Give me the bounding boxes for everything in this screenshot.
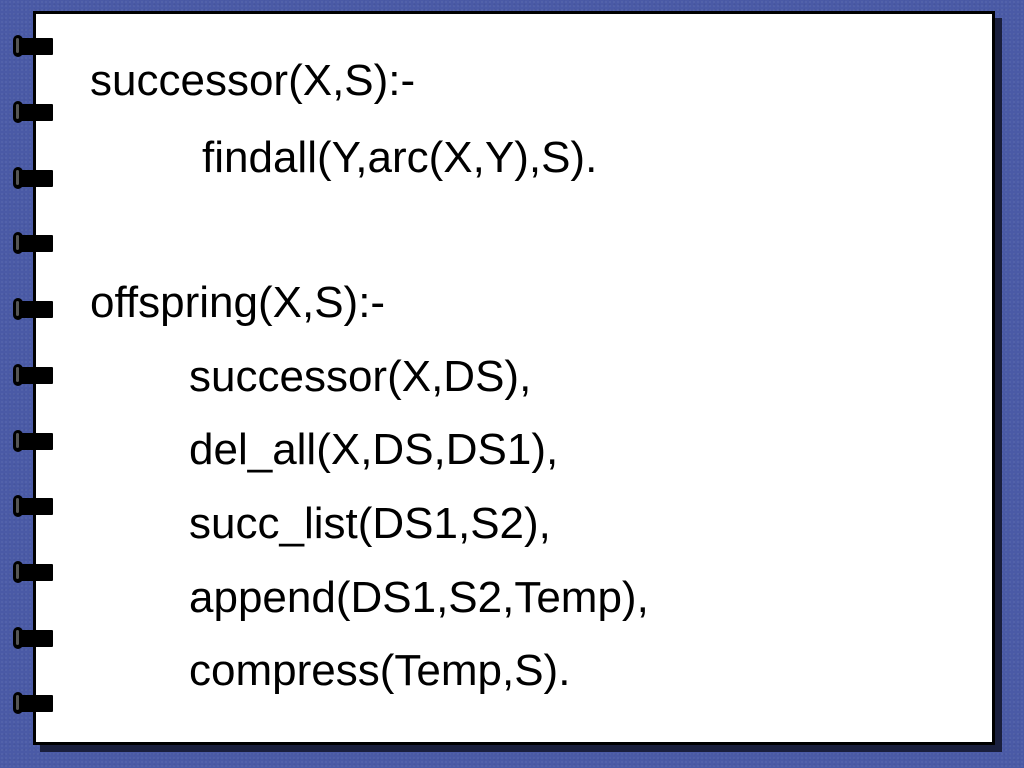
binder-ring bbox=[13, 35, 55, 57]
binder-ring bbox=[13, 167, 55, 189]
code-line-5: del_all(X,DS,DS1), bbox=[189, 425, 559, 474]
binder-ring bbox=[13, 364, 55, 386]
binder-ring bbox=[13, 692, 55, 714]
binder-ring bbox=[13, 298, 55, 320]
code-line-3: offspring(X,S):- bbox=[90, 278, 386, 327]
code-line-1: successor(X,S):- bbox=[90, 56, 416, 105]
binder-ring bbox=[13, 495, 55, 517]
code-line-2: findall(Y,arc(X,Y),S). bbox=[202, 133, 598, 182]
code-line-7: append(DS1,S2,Temp), bbox=[189, 573, 649, 622]
code-line-8: compress(Temp,S). bbox=[189, 646, 571, 695]
binder-ring bbox=[13, 430, 55, 452]
code-block: successor(X,S):- findall(Y,arc(X,Y),S). … bbox=[36, 14, 992, 742]
binder-ring bbox=[13, 101, 55, 123]
code-line-6: succ_list(DS1,S2), bbox=[189, 499, 551, 548]
binder-ring bbox=[13, 232, 55, 254]
notebook-page: successor(X,S):- findall(Y,arc(X,Y),S). … bbox=[33, 11, 995, 745]
binder-ring bbox=[13, 561, 55, 583]
code-line-4: successor(X,DS), bbox=[189, 352, 532, 401]
binder-ring bbox=[13, 627, 55, 649]
